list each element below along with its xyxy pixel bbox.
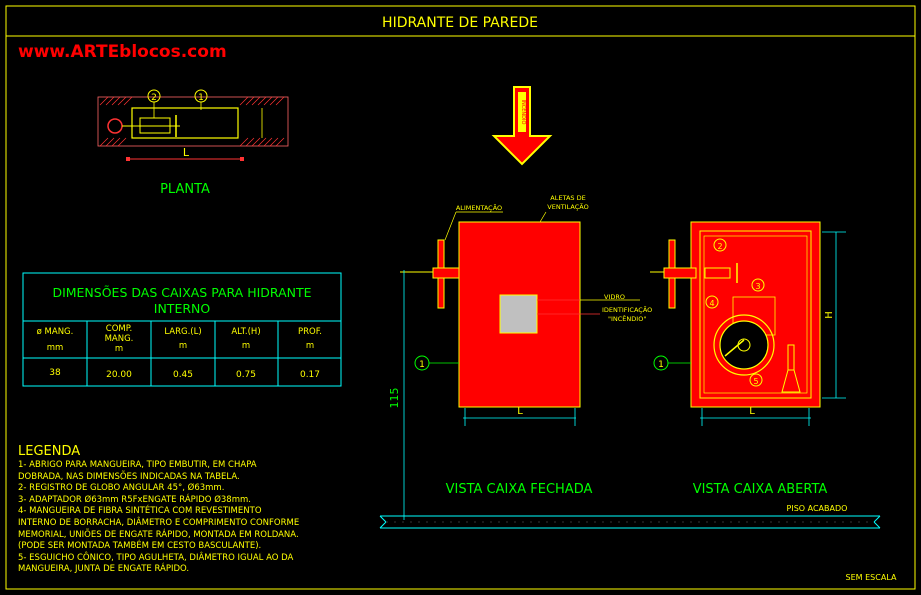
plan-wall-hatch [99, 96, 285, 147]
svg-text:mm: mm [47, 343, 64, 353]
open-callout-1: 1 [658, 360, 664, 370]
legend-line: DOBRADA, NAS DIMENSÕES INDICADAS NA TABE… [18, 470, 240, 482]
table-cell-diameter: 38 [49, 368, 61, 378]
svg-text:ALIMENTAÇÃO: ALIMENTAÇÃO [456, 203, 502, 212]
floor-label: PISO ACABADO [787, 504, 848, 513]
plan-wall [97, 96, 289, 147]
plan-view: 2 1 L PLANTA [97, 89, 289, 197]
drawing-border [5, 5, 916, 590]
legend-line: 2- REGISTRO DE GLOBO ANGULAR 45°, Ø63mm. [18, 482, 224, 493]
open-box-frame [690, 221, 821, 408]
legend-line: MEMORIAL, UNIÕES DE ENGATE RÁPIDO, MONTA… [18, 528, 299, 540]
legend-line: INTERNO DE BORRACHA, DIÂMETRO E COMPRIME… [18, 516, 299, 528]
svg-text:ALETAS DE: ALETAS DE [550, 194, 585, 202]
table-header-1: COMP. [106, 324, 132, 334]
table-title-line2: INTERNO [154, 301, 211, 316]
table-cell-length: 20.00 [106, 370, 132, 380]
svg-text:MANG.: MANG. [105, 334, 134, 344]
closed-box-view: ALIMENTAÇÃO ALETAS DE VENTILAÇÃO VIDRO I… [388, 194, 652, 520]
legend-line: (PODE SER MONTADA TAMBÉM EM CESTO BASCUL… [18, 539, 261, 551]
svg-text:115: 115 [388, 388, 401, 409]
svg-text:1: 1 [198, 93, 204, 103]
legend-line: MANGUEIRA, JUNTA DE ENGATE RÁPIDO. [18, 562, 189, 574]
svg-text:m: m [242, 341, 250, 351]
svg-text:L: L [517, 406, 523, 417]
table-title-line1: DIMENSÕES DAS CAIXAS PARA HIDRANTE [52, 285, 311, 300]
svg-text:1: 1 [419, 360, 425, 370]
table-cell-height: 0.75 [236, 370, 256, 380]
legend-line: 1- ABRIGO PARA MANGUEIRA, TIPO EMBUTIR, … [18, 460, 257, 470]
table-header-2: LARG.(L) [164, 327, 201, 337]
svg-text:L: L [183, 146, 190, 159]
svg-text:m: m [179, 341, 187, 351]
dimensions-table: DIMENSÕES DAS CAIXAS PARA HIDRANTE INTER… [22, 272, 342, 387]
svg-text:m: m [306, 341, 314, 351]
svg-text:INCÊNDIO: INCÊNDIO [520, 100, 528, 125]
table-header-4: PROF. [298, 327, 322, 337]
svg-text:L: L [749, 406, 755, 417]
plan-label: PLANTA [160, 182, 210, 197]
legend: LEGENDA 1- ABRIGO PARA MANGUEIRA, TIPO E… [18, 444, 299, 574]
watermark-url[interactable]: www.ARTEblocos.com [18, 42, 227, 62]
fire-arrow-sign: INCÊNDIO [491, 86, 553, 166]
open-callout-2: 2 [717, 242, 722, 251]
legend-line: 3- ADAPTADOR Ø63mm R5FxENGATE RÁPIDO Ø38… [18, 493, 251, 505]
svg-text:"INCÊNDIO": "INCÊNDIO" [608, 314, 646, 323]
finished-floor: PISO ACABADO [379, 504, 881, 529]
svg-text:m: m [115, 344, 123, 354]
svg-text:2: 2 [151, 93, 157, 103]
table-header-0: ø MANG. [37, 327, 74, 337]
closed-view-label: VISTA CAIXA FECHADA [446, 482, 593, 497]
legend-title: LEGENDA [18, 444, 80, 459]
open-callout-3: 3 [755, 282, 760, 291]
open-box-view: 2 3 4 5 1 L H VISTA CAIXA ABERTA [650, 221, 846, 497]
legend-line: 5- ESGUICHO CÔNICO, TIPO AGULHETA, DIÂME… [18, 551, 294, 563]
table-cell-width: 0.45 [173, 370, 193, 380]
table-cell-depth: 0.17 [300, 370, 320, 380]
table-header-3: ALT.(H) [231, 327, 260, 337]
svg-text:VIDRO: VIDRO [604, 293, 625, 301]
hose-reel [713, 314, 775, 376]
open-callout-4: 4 [709, 299, 714, 308]
svg-text:VENTILAÇÃO: VENTILAÇÃO [547, 202, 588, 211]
scale-note: SEM ESCALA [846, 573, 897, 582]
plan-pipe [107, 118, 123, 134]
drawing-title: HIDRANTE DE PAREDE [382, 15, 538, 31]
legend-line: 4- MANGUEIRA DE FIBRA SINTÉTICA COM REVE… [18, 504, 262, 516]
nozzle [787, 344, 795, 371]
svg-text:IDENTIFICAÇÃO: IDENTIFICAÇÃO [602, 305, 652, 314]
supply-pipe [400, 239, 460, 309]
glass-panel [499, 294, 538, 334]
svg-text:H: H [824, 311, 835, 319]
open-callout-5: 5 [753, 377, 758, 386]
open-view-label: VISTA CAIXA ABERTA [693, 482, 828, 497]
